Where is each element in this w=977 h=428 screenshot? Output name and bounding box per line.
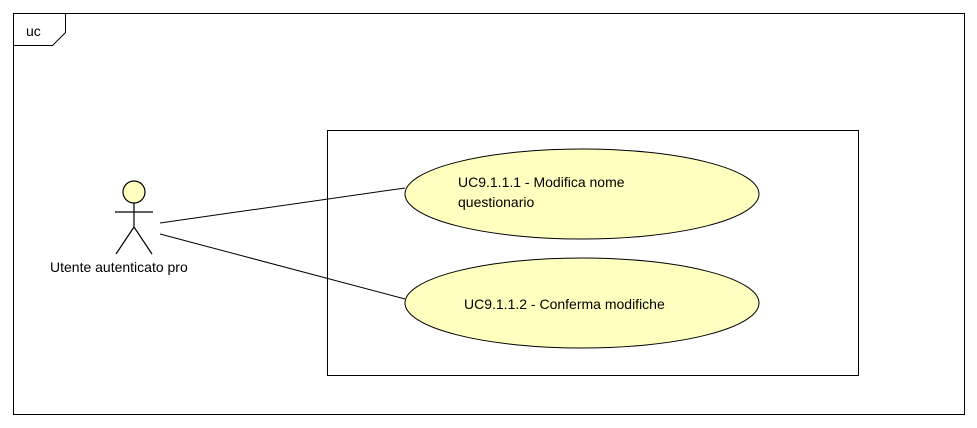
frame-tab <box>13 13 66 46</box>
use-case-label-1-line2: questionario <box>458 194 535 210</box>
actor-icon[interactable] <box>115 180 153 255</box>
use-case-ellipse-2[interactable] <box>404 257 760 349</box>
use-case-label-2: UC9.1.1.2 - Conferma modifiche <box>464 296 665 312</box>
use-case-label-1: UC9.1.1.1 - Modifica nome questionario <box>458 172 688 212</box>
association-line-uc2 <box>159 233 406 300</box>
use-case-ellipse-1[interactable] <box>404 148 760 240</box>
actor-head <box>122 180 146 204</box>
actor-left-leg <box>115 226 135 255</box>
actor-right-leg <box>133 226 153 255</box>
actor-label: Utente autenticato pro <box>50 259 188 275</box>
frame-label: uc <box>26 23 41 39</box>
association-line-uc1 <box>159 187 406 224</box>
use-case-label-1-line1: UC9.1.1.1 - Modifica nome <box>458 174 625 190</box>
